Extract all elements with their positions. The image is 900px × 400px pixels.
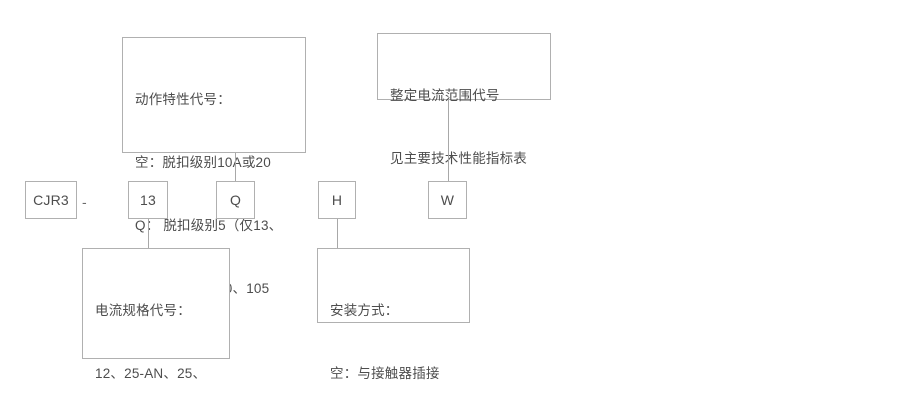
code-box-action-characteristic-label: Q xyxy=(229,192,242,208)
note-line: 动作特性代号： xyxy=(135,92,231,107)
code-box-action-characteristic[interactable]: Q xyxy=(216,181,255,219)
note-box-mounting-method: 安装方式： 空：与接触器插接 H 独立安装 xyxy=(317,248,470,381)
connector-action-characteristic xyxy=(235,153,236,181)
code-box-current-spec[interactable]: 13 xyxy=(128,181,168,219)
note-line: 空：脱扣级别10A或20 xyxy=(135,155,271,170)
note-line: 见主要技术性能指标表 xyxy=(390,151,527,166)
connector-mounting-method xyxy=(337,219,338,248)
code-box-current-range-label: W xyxy=(440,192,455,208)
code-box-current-spec-label: 13 xyxy=(140,192,156,208)
note-line: 空：与接触器插接 xyxy=(330,366,440,381)
note-line: Q： 脱扣级别5（仅13、 xyxy=(135,218,283,233)
code-box-mounting-label: H xyxy=(331,192,343,208)
note-line: 整定电流范围代号 xyxy=(390,88,500,103)
note-line: 安装方式： xyxy=(330,303,399,318)
separator-dash: - xyxy=(82,194,87,210)
note-box-action-characteristic: 动作特性代号： 空：脱扣级别10A或20 Q： 脱扣级别5（仅13、 25-AN… xyxy=(122,37,306,359)
code-box-series[interactable]: CJR3 xyxy=(25,181,77,219)
note-box-current-spec: 电流规格代号： 12、25-AN、25、 50、105B、105、 160B、1… xyxy=(82,248,230,381)
code-box-series-label: CJR3 xyxy=(33,192,69,208)
connector-current-range xyxy=(448,100,449,181)
note-line: 电流规格代号： xyxy=(95,303,191,318)
note-line: 12、25-AN、25、 xyxy=(95,366,207,381)
code-box-mounting[interactable]: H xyxy=(318,181,356,219)
code-box-current-range[interactable]: W xyxy=(428,181,467,219)
note-box-current-range: 整定电流范围代号 见主要技术性能指标表 xyxy=(377,33,551,166)
connector-current-spec xyxy=(148,219,149,248)
